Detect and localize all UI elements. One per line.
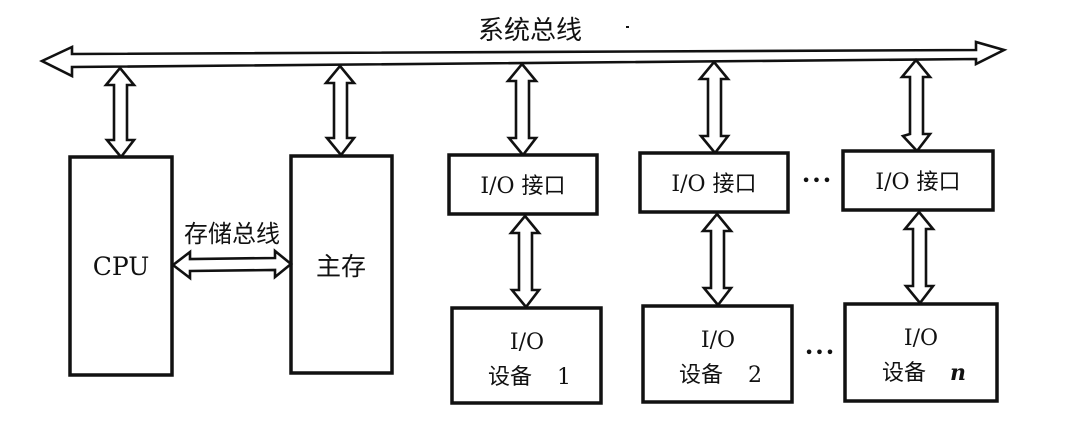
bus-memory-arrow [323, 63, 357, 158]
io-device-1-index: 1 [557, 365, 571, 390]
interface-ellipsis: ••• [801, 171, 832, 190]
scan-speck [626, 26, 629, 28]
system-bus-label: 系统总线 [478, 16, 582, 46]
io-device-n-line2: 设备 [882, 361, 926, 386]
system-bus-arrow [39, 40, 1008, 79]
io-interface-2-box: I/O 接口 [638, 151, 790, 214]
io-device-n-box: I/O 设备 n [843, 302, 999, 403]
bus-io-interface-n-arrow [899, 57, 933, 154]
io-device-1-line1: I/O [510, 330, 544, 355]
bus-io-interface-1-arrow [505, 61, 539, 158]
io-device-n-index: n [950, 360, 966, 386]
io-device-2-box: I/O 设备 2 [641, 304, 794, 404]
io-interface-n-box: I/O 接口 [841, 149, 995, 212]
memory-bus-arrow [170, 248, 294, 281]
io-device-1-box: I/O 设备 1 [450, 306, 603, 405]
io-interface-1-label: I/O 接口 [480, 174, 565, 199]
bus-cpu-arrow [103, 65, 137, 160]
io-interface-n-label: I/O 接口 [875, 170, 960, 195]
main-memory-label: 主存 [316, 252, 366, 281]
memory-bus-label: 存储总线 [184, 220, 280, 248]
io-device-1-line2: 设备 [488, 365, 532, 390]
io-device-2-line1: I/O [701, 328, 735, 353]
cpu-box: CPU [68, 155, 174, 377]
cpu-label: CPU [93, 252, 150, 281]
io-device-2-line2: 设备 [679, 363, 723, 388]
main-memory-box: 主存 [289, 154, 394, 375]
io-device-n-line1: I/O [904, 326, 938, 351]
device-ellipsis: ••• [804, 343, 835, 362]
bus-io-interface-2-arrow [697, 59, 731, 156]
io-interface-2-label: I/O 接口 [671, 172, 756, 197]
io-interface-1-box: I/O 接口 [447, 153, 599, 216]
io-interface-2-device-2-arrow [700, 211, 734, 308]
io-interface-n-device-n-arrow [902, 209, 936, 306]
io-interface-1-device-1-arrow [508, 213, 542, 310]
io-device-2-index: 2 [748, 363, 762, 388]
